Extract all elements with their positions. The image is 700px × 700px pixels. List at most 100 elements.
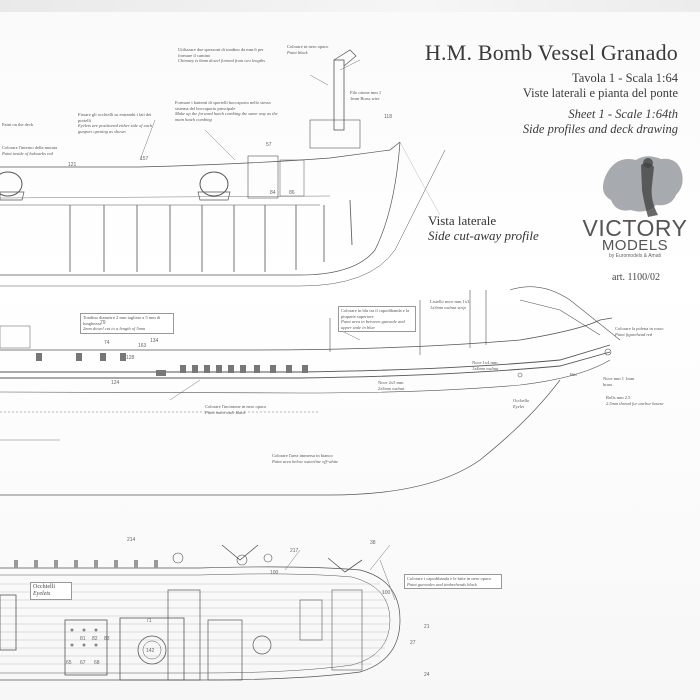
article-number: art. 1100/02 bbox=[612, 272, 660, 283]
note-deck-paint: Paint on the deck bbox=[2, 122, 34, 127]
note-occhello: Occhello bbox=[513, 398, 530, 403]
note-gunwale-it: Colorare i capodibanda e le bitte in ner… bbox=[407, 576, 492, 581]
part-number: 65 bbox=[66, 660, 72, 666]
note-chimney: Utilizzare due spezzoni di tondino da mm… bbox=[178, 47, 278, 64]
note-black-en: Paint main wale black bbox=[205, 409, 246, 415]
upper-profile-deckline bbox=[0, 141, 401, 168]
note-brass-wire: Filo ottone mm 1 1mm Brass wire bbox=[350, 90, 382, 101]
note-walnut-1x4-it: Noce 1x4 mm bbox=[472, 360, 498, 365]
part-number: 214 bbox=[127, 537, 136, 543]
victory-models-logo: VICTORY MODELS by Euromodels & Amati bbox=[582, 145, 692, 275]
note-dowel-en: 2mm dowel cut to a length of 5mm bbox=[83, 326, 146, 331]
part-number: 100 bbox=[382, 590, 391, 596]
note-fore-en: Make up the forward hatch combing the sa… bbox=[175, 111, 278, 122]
part-number: 134 bbox=[150, 338, 159, 344]
part-number: 128 bbox=[126, 355, 135, 361]
note-walnut-it: Listello noce mm 1x3 bbox=[430, 299, 470, 304]
note-blue-en: Paint area in between gunwale and upper … bbox=[341, 319, 405, 330]
note-walnut-2x5-it: Noce 2x5 mm bbox=[378, 380, 404, 385]
note-funnel-en: Paint black bbox=[287, 49, 308, 55]
note-rolls-en: 2.5mm thread for anchor hawse bbox=[606, 400, 664, 406]
note-brass-rod: Noce mm 1 1mm brass bbox=[603, 376, 635, 387]
vessel-title: H.M. Bomb Vessel Granado bbox=[424, 40, 678, 65]
upper-profile-keel bbox=[0, 141, 401, 276]
note-dowel-it: Tondino diametro 2 mm tagliato a 5 mm di… bbox=[83, 315, 161, 326]
note-funnel-it: Colorare in nero opaco bbox=[287, 44, 329, 49]
part-number: 82 bbox=[92, 636, 98, 642]
note-white-en: Paint area below waterline off-white bbox=[272, 458, 339, 464]
deck-occhielli: Occhielli bbox=[33, 584, 55, 590]
note-rolls-it: Rolls mm 2.5 bbox=[606, 395, 631, 400]
part-number: 67 bbox=[80, 660, 86, 666]
part-number: 81 bbox=[80, 636, 86, 642]
view-label-english: Side cut-away profile bbox=[428, 228, 539, 243]
note-figure-en: Paint figurehead red bbox=[615, 331, 653, 337]
part-number: 57 bbox=[266, 142, 272, 148]
part-number: 217 bbox=[290, 548, 299, 554]
part-number: 124 bbox=[111, 380, 120, 386]
italian-sheet-info-1: Tavola 1 - Scala 1:64 bbox=[571, 71, 678, 85]
note-fore-it: Formare i battenti di sportelli boccapor… bbox=[175, 100, 271, 111]
note-bulwark-en: Paint inside of bulwarks red bbox=[2, 150, 53, 156]
note-eyelets-it: Fissare gli occhielli su entrambi i lati… bbox=[78, 112, 152, 123]
part-number: 84 bbox=[270, 190, 276, 196]
part-number: 38 bbox=[370, 540, 376, 546]
note-black-it: Colorare l'incintone in nero opaco bbox=[205, 404, 267, 409]
part-number: 24 bbox=[424, 672, 430, 678]
logo-brand-bottom: MODELS bbox=[601, 237, 669, 254]
note-walnut-2x5-en: 2x5mm walnut bbox=[378, 385, 405, 391]
paper-edge-shade bbox=[0, 0, 700, 12]
note-walnut-1x4-en: 1x4mm walnut bbox=[472, 365, 499, 371]
part-number: 71 bbox=[146, 618, 152, 624]
note-bulwark-it: Colorare l'interno della murata bbox=[2, 145, 58, 150]
note-chimney-en: Chimney is 6mm dowel formed from two len… bbox=[178, 58, 265, 63]
italian-sheet-info-2: Viste laterali e pianta del ponte bbox=[522, 86, 678, 100]
english-sheet-info-2: Side profiles and deck drawing bbox=[522, 122, 678, 136]
part-number: 118 bbox=[384, 114, 392, 120]
title-block: H.M. Bomb Vessel Granado Tavola 1 - Scal… bbox=[425, 40, 678, 137]
note-eyelets-gunports: Fissare gli occhielli su entrambi i lati… bbox=[78, 112, 158, 134]
note-white-it: Colorare l'area immersa in bianco bbox=[272, 453, 333, 458]
part-number: 121 bbox=[68, 162, 77, 168]
view-label-italian: Vista laterale bbox=[428, 213, 497, 228]
note-dowel: Tondino diametro 2 mm tagliato a 5 mm di… bbox=[80, 313, 174, 334]
logo-tagline: by Euromodels & Amati bbox=[609, 253, 661, 259]
part-number: 74 bbox=[104, 340, 110, 346]
middle-profile-sheer bbox=[0, 317, 613, 351]
middle-profile-keel bbox=[0, 379, 561, 496]
english-sheet-info-1: Sheet 1 - Scale 1:64th bbox=[568, 107, 678, 121]
note-walnut-en: 1x3mm walnut strip bbox=[430, 304, 466, 310]
note-gunwale-en: Paint gunwales and timberheads black bbox=[407, 581, 477, 587]
deck-eyelets: Eyelets bbox=[33, 591, 51, 597]
note-bitt: Bitt bbox=[570, 372, 577, 377]
part-number: 86 bbox=[289, 190, 295, 196]
note-chimney-it: Utilizzare due spezzoni di tondino da mm… bbox=[178, 47, 264, 58]
part-number: 142 bbox=[146, 648, 155, 654]
part-number: 68 bbox=[94, 660, 100, 666]
europe-map-icon bbox=[602, 156, 683, 217]
deck-plan-outline bbox=[0, 566, 401, 681]
note-eyelets-en: Eyelets are positioned either side of ea… bbox=[78, 123, 153, 134]
part-number: 157 bbox=[140, 156, 149, 162]
part-number: 21 bbox=[424, 624, 430, 630]
note-forward-hatch: Formare i battenti di sportelli boccapor… bbox=[175, 100, 283, 122]
part-number: 27 bbox=[410, 640, 416, 646]
part-number: 163 bbox=[138, 343, 147, 349]
note-eyelet: Eyelet bbox=[513, 403, 525, 409]
note-figure-it: Colorare la polena in rosso bbox=[615, 326, 664, 331]
part-number: 100 bbox=[270, 570, 279, 576]
part-number: 83 bbox=[104, 636, 110, 642]
note-blue-it: Colorare in blu tra il capodibanda e la … bbox=[341, 308, 410, 319]
note-blue-wale: Colorare in blu tra il capodibanda e la … bbox=[338, 306, 416, 332]
